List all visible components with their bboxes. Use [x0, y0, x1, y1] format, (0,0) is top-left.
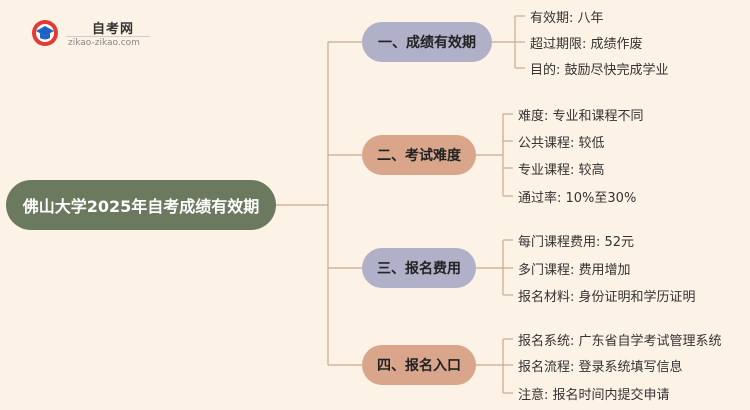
- leaf-item: 难度: 专业和课程不同: [518, 109, 644, 124]
- branch-node-fee: 三、报名费用: [362, 248, 476, 288]
- branch-node-difficulty: 二、考试难度: [362, 135, 476, 175]
- site-logo: 自考网 zikao-zikao.com: [30, 14, 150, 54]
- leaf-item: 超过期限: 成绩作废: [530, 37, 643, 52]
- leaf-item: 注意: 报名时间内提交申请: [518, 388, 670, 403]
- root-node: 佛山大学2025年自考成绩有效期: [6, 180, 276, 230]
- branch-label: 二、考试难度: [377, 148, 461, 164]
- branch-label: 一、成绩有效期: [378, 35, 476, 51]
- branch-label: 三、报名费用: [377, 261, 461, 277]
- graduation-cap-icon: [32, 20, 58, 46]
- logo-divider: [66, 36, 150, 37]
- leaf-item: 多门课程: 费用增加: [518, 263, 631, 278]
- leaf-item: 有效期: 八年: [530, 11, 604, 26]
- leaf-item: 通过率: 10%至30%: [518, 191, 637, 206]
- leaf-item: 专业课程: 较高: [518, 163, 605, 178]
- leaf-item: 报名流程: 登录系统填写信息: [518, 360, 683, 375]
- leaf-item: 目的: 鼓励尽快完成学业: [530, 63, 669, 78]
- branch-label: 四、报名入口: [377, 358, 461, 374]
- leaf-item: 报名系统: 广东省自学考试管理系统: [518, 334, 722, 349]
- leaf-item: 报名材料: 身份证明和学历证明: [518, 290, 696, 305]
- logo-subtitle: zikao-zikao.com: [68, 38, 140, 48]
- leaf-item: 公共课程: 较低: [518, 136, 605, 151]
- root-label: 佛山大学2025年自考成绩有效期: [22, 197, 260, 216]
- leaf-item: 每门课程费用: 52元: [518, 235, 635, 250]
- logo-title: 自考网: [92, 22, 135, 37]
- branch-node-validity: 一、成绩有效期: [362, 22, 492, 62]
- branch-node-entry: 四、报名入口: [362, 345, 476, 385]
